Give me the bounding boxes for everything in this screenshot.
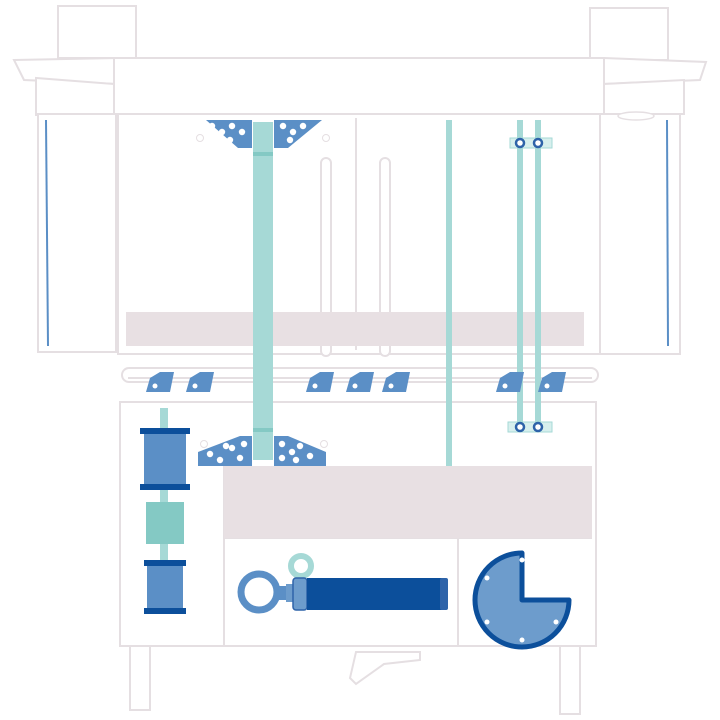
dial-markers — [484, 557, 559, 643]
lower-arm-right-icon — [274, 436, 326, 466]
timer-dial-icon — [472, 550, 572, 650]
heater-collar — [274, 586, 286, 600]
tube-fitting-icon — [514, 137, 526, 149]
lower-arm-holes — [206, 440, 314, 464]
tube-bracket-bottom — [507, 421, 553, 433]
lower-arm-right-tip — [320, 440, 328, 448]
tube-fitting-icon — [514, 421, 526, 433]
hood-light — [617, 111, 655, 121]
rinse-tube-left — [517, 120, 523, 428]
timer-dial — [472, 550, 572, 650]
left-wing — [35, 76, 115, 117]
pump-motor-icon — [144, 434, 186, 484]
heater-rod-cap — [440, 578, 448, 610]
right-wing — [603, 78, 685, 115]
upper-arm-holes — [206, 122, 322, 144]
heater-ring-icon — [288, 553, 314, 579]
left-top-post — [57, 5, 137, 59]
tube-band-top — [253, 152, 273, 156]
pump-base-foot — [144, 608, 186, 614]
tube-fitting-icon — [532, 421, 544, 433]
left-front-leg — [129, 645, 151, 711]
tube-band-bottom — [253, 428, 273, 432]
pump-assembly — [140, 408, 190, 614]
rinse-tube — [446, 120, 452, 466]
left-side-panel — [37, 113, 117, 353]
upper-arm-left-tip — [196, 134, 204, 142]
pump-cap-top — [140, 428, 190, 434]
filter-canister-icon — [146, 502, 184, 544]
right-door-handle — [379, 157, 391, 357]
nozzle-dots — [152, 383, 550, 389]
right-panel-accent — [666, 119, 669, 347]
heater-nut — [292, 577, 308, 611]
pump-cap-bottom — [140, 484, 190, 490]
pump-outlet-pipe — [160, 544, 168, 560]
twin-rinse-tubes — [507, 120, 553, 433]
upper-spray-arm — [196, 120, 330, 148]
pump-housing-icon — [147, 566, 183, 608]
pump-link-pipe — [160, 490, 168, 502]
rinse-tube-right — [535, 120, 541, 428]
upper-arm-left-icon — [206, 120, 252, 148]
tube-fitting-icon — [532, 137, 544, 149]
right-front-leg — [559, 645, 581, 715]
center-wash-tube — [253, 122, 273, 460]
pump-base-cap — [144, 560, 186, 566]
left-door-handle — [320, 157, 332, 357]
lower-spray-arm — [198, 436, 328, 466]
heater-rod-icon — [307, 578, 443, 610]
right-top-post — [589, 7, 669, 61]
control-panel-band — [224, 466, 592, 538]
tube-bracket-top — [509, 137, 553, 149]
hood-front — [113, 57, 605, 115]
pump-inlet-pipe — [160, 408, 168, 430]
upper-arm-right-tip — [322, 134, 330, 142]
heating-element — [237, 553, 448, 614]
left-panel-accent — [45, 119, 49, 347]
rack-conveyor-bar — [126, 312, 584, 346]
drain-outlet — [348, 651, 421, 686]
lower-arm-left-tip — [200, 440, 208, 448]
